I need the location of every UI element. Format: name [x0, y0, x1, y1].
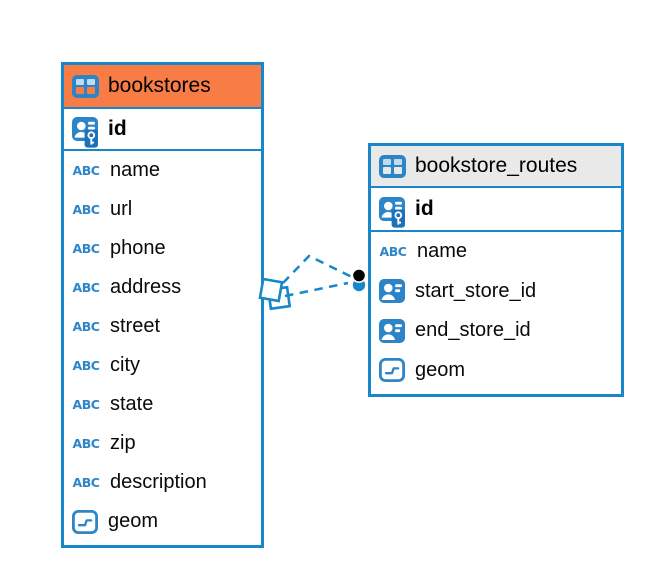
column-name: geom: [415, 358, 466, 381]
table-bookstore-routes[interactable]: bookstore_routes id ABC name: [368, 143, 624, 397]
text-type-icon: ABC: [72, 358, 100, 373]
column-row-address[interactable]: ABC address: [64, 268, 261, 307]
column-name: id: [415, 197, 434, 220]
relationship-line-2[interactable]: [284, 281, 349, 298]
column-name: description: [110, 471, 207, 493]
column-row-name[interactable]: ABC name: [371, 232, 621, 272]
text-type-icon: ABC: [72, 202, 100, 217]
column-name: name: [110, 159, 161, 181]
column-row-id[interactable]: id: [371, 186, 621, 232]
column-row-state[interactable]: ABC state: [64, 385, 261, 424]
column-name: name: [417, 240, 468, 263]
table-name: bookstore_routes: [415, 154, 578, 177]
table-icon: [72, 74, 99, 98]
column-row-end-store-id[interactable]: end_store_id: [371, 311, 621, 351]
column-name: state: [110, 393, 154, 415]
text-type-icon: ABC: [72, 397, 100, 412]
column-name: zip: [110, 432, 136, 454]
column-name: start_store_id: [415, 279, 537, 302]
column-row-name[interactable]: ABC name: [64, 151, 261, 190]
relationship-line-1[interactable]: [282, 254, 353, 284]
relationship-links[interactable]: [248, 238, 382, 322]
text-type-icon: ABC: [72, 280, 100, 295]
column-row-street[interactable]: ABC street: [64, 307, 261, 346]
column-row-geom[interactable]: geom: [64, 502, 261, 541]
table-bookstore-routes-header[interactable]: bookstore_routes: [371, 146, 621, 186]
geometry-type-icon: [72, 509, 98, 534]
text-type-icon: ABC: [72, 163, 100, 178]
column-name: address: [110, 276, 182, 298]
column-name: id: [108, 117, 127, 140]
primary-key-icon: [379, 196, 405, 228]
text-type-icon: ABC: [72, 241, 100, 256]
table-bookstores-header[interactable]: bookstores: [64, 65, 261, 107]
column-row-phone[interactable]: ABC phone: [64, 229, 261, 268]
column-name: street: [110, 315, 161, 337]
relationship-dot-black: [351, 268, 367, 283]
table-bookstores[interactable]: bookstores id ABC name ABC url: [61, 62, 264, 548]
text-type-icon: ABC: [379, 244, 407, 260]
geometry-type-icon: [379, 358, 405, 383]
column-row-id[interactable]: id: [64, 107, 261, 151]
foreign-key-icon: [379, 318, 405, 343]
primary-key-icon: [72, 116, 98, 148]
column-name: phone: [110, 237, 166, 259]
column-row-city[interactable]: ABC city: [64, 346, 261, 385]
text-type-icon: ABC: [72, 436, 100, 451]
table-icon: [379, 154, 406, 178]
column-row-start-store-id[interactable]: start_store_id: [371, 272, 621, 312]
column-name: end_store_id: [415, 319, 531, 342]
column-name: city: [110, 354, 140, 376]
text-type-icon: ABC: [72, 319, 100, 334]
foreign-key-icon: [379, 279, 405, 304]
table-name: bookstores: [108, 74, 211, 97]
column-name: url: [110, 198, 133, 220]
relationship-square-marker-front: [258, 277, 284, 303]
column-name: geom: [108, 510, 159, 532]
column-row-description[interactable]: ABC description: [64, 463, 261, 502]
column-row-zip[interactable]: ABC zip: [64, 424, 261, 463]
column-row-geom[interactable]: geom: [371, 351, 621, 391]
column-row-url[interactable]: ABC url: [64, 190, 261, 229]
text-type-icon: ABC: [72, 475, 100, 490]
